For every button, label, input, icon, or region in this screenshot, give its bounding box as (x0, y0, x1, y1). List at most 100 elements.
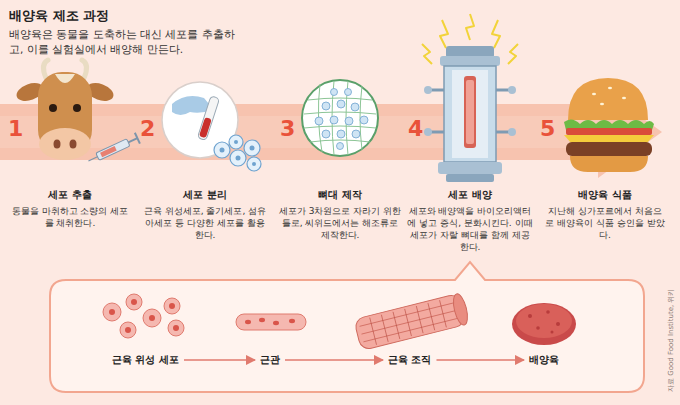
myotube (236, 314, 306, 330)
step-heading: 세포 추출 (8, 188, 132, 202)
satellite-cells-part-part (169, 303, 175, 309)
step-heading: 배양육 식품 (545, 188, 665, 202)
bioreactor-illustration-part (496, 89, 510, 92)
cow-illustration-part (55, 74, 75, 83)
muscle-tissue-part-part (440, 300, 447, 327)
scaffold-illustration-part-part (330, 116, 338, 124)
bioreactor-illustration-part (440, 56, 500, 66)
muscle-tissue-part-part (363, 318, 460, 342)
satellite-cells-part-part (143, 309, 161, 327)
cultured-meat-part (516, 304, 572, 338)
bioreactor-illustration-part (438, 162, 502, 174)
scaffold-illustration-part-part (360, 116, 368, 124)
stage-name: 근육 위성 세포 (112, 353, 179, 367)
cow-illustration-part-part (135, 133, 140, 144)
bioreactor-illustration-part (452, 70, 488, 158)
bioreactor-illustration-part (430, 89, 444, 92)
muscle-tissue (354, 292, 470, 350)
satellite-cells (103, 294, 184, 338)
scaffold-illustration-part-part (337, 100, 345, 108)
cultured-meat-part-part (536, 326, 540, 330)
step-heading: 세포 분리 (143, 188, 267, 202)
cell-separation-illustration-part (162, 82, 238, 158)
callout-number: 3 (280, 116, 295, 141)
bioreactor-illustration-part (508, 128, 516, 136)
scaffold-illustration-part-part (304, 126, 376, 128)
cultured-meat-part (512, 303, 576, 345)
cow-illustration-part-part (88, 157, 97, 161)
step-description: 지난해 싱가포르에서 처음으로 배양육이 식품 승인을 받았다. (545, 206, 665, 242)
bioreactor-illustration-part (508, 86, 516, 94)
satellite-cells-part-part (149, 315, 155, 321)
burger-illustration-part-part (622, 97, 626, 99)
scaffold-illustration-part-part (345, 89, 352, 96)
step-description: 동물을 마취하고 소량의 세포를 채취한다. (8, 206, 132, 230)
scaffold-illustration-part-part (337, 130, 345, 138)
scaffold-illustration-part-part (351, 103, 359, 111)
diagram-title: 배양육 제조 과정 (9, 7, 109, 25)
process-step: 세포 추출동물을 마취하고 소량의 세포를 채취한다. (8, 188, 132, 230)
cow-illustration-part (82, 60, 87, 78)
scaffold-illustration-part-part (337, 143, 344, 150)
satellite-cells-part-part (109, 309, 115, 315)
flow-arrow (285, 359, 383, 361)
bioreactor-illustration-part (446, 174, 494, 182)
burger-illustration-part (566, 142, 652, 156)
scaffold-illustration-part-part (322, 130, 330, 138)
burger-illustration-part-part (608, 87, 612, 89)
bioreactor-illustration-part (424, 128, 432, 136)
detail-panel (50, 262, 644, 392)
cell-separation-illustration-part (252, 162, 256, 166)
burger-illustration-part (592, 87, 626, 105)
cow-illustration-part-part (100, 146, 117, 157)
satellite-cells-part-part (103, 303, 121, 321)
step-heading: 뼈대 제작 (278, 188, 402, 202)
scaffold-illustration-part-part (308, 98, 372, 100)
satellite-cells-part-part (131, 299, 137, 305)
myotube-part (236, 314, 306, 330)
satellite-cells-part-part (168, 320, 184, 336)
detail-panel-part (50, 262, 644, 392)
myotube-part-part (273, 321, 279, 325)
step-heading: 세포 배양 (407, 188, 533, 202)
cow-illustration-part (49, 104, 57, 112)
satellite-cells-part-part (120, 322, 136, 338)
stage-name: 배양육 (529, 353, 559, 367)
flow-arrow (436, 359, 524, 361)
muscle-tissue-part-part (381, 315, 388, 342)
cow-illustration-part (70, 140, 77, 149)
process-step: 세포 분리근육 위성세포, 줄기세포, 섬유아세포 등 다양한 세포를 활용한다… (143, 188, 267, 242)
burger-illustration-part (570, 156, 648, 172)
source-credit: 자료 Good Food Institute, 위키 (666, 289, 676, 392)
satellite-cells-part-part (125, 327, 131, 333)
cell-separation-illustration-part (230, 150, 246, 166)
satellite-cells-part-part (126, 294, 142, 310)
muscle-tissue-part-part (393, 312, 400, 339)
bioreactor-illustration-part (444, 66, 496, 162)
stage-label: 근육 조직 (388, 353, 431, 367)
scaffold-illustration-part-part (315, 117, 323, 125)
cell-separation-illustration-part (229, 135, 243, 149)
cow-illustration-part (43, 60, 48, 78)
bioreactor-illustration-part (466, 80, 474, 144)
myotube-part-part (289, 319, 295, 323)
cultured-meat-part (528, 310, 560, 333)
muscle-tissue-part-part (370, 318, 377, 345)
scaffold-illustration-part (304, 81, 376, 155)
cow-illustration-part (54, 140, 61, 149)
cow-illustration-part (73, 104, 81, 112)
cell-separation-illustration-part (250, 146, 255, 151)
cow-illustration-part (39, 128, 91, 160)
callout-number: 2 (140, 116, 155, 141)
stage-name: 근육 조직 (388, 353, 431, 367)
cultured-meat-part-part (551, 331, 554, 334)
burger-illustration-part-part (600, 103, 604, 105)
stage-name: 근관 (260, 353, 280, 367)
bioreactor-illustration-part (496, 131, 510, 134)
satellite-cells-part (103, 294, 184, 338)
callout-number: 4 (408, 116, 423, 141)
cultured-meat (512, 303, 576, 345)
bioreactor-illustration-part (464, 76, 476, 148)
myotube-part-part (245, 320, 251, 324)
